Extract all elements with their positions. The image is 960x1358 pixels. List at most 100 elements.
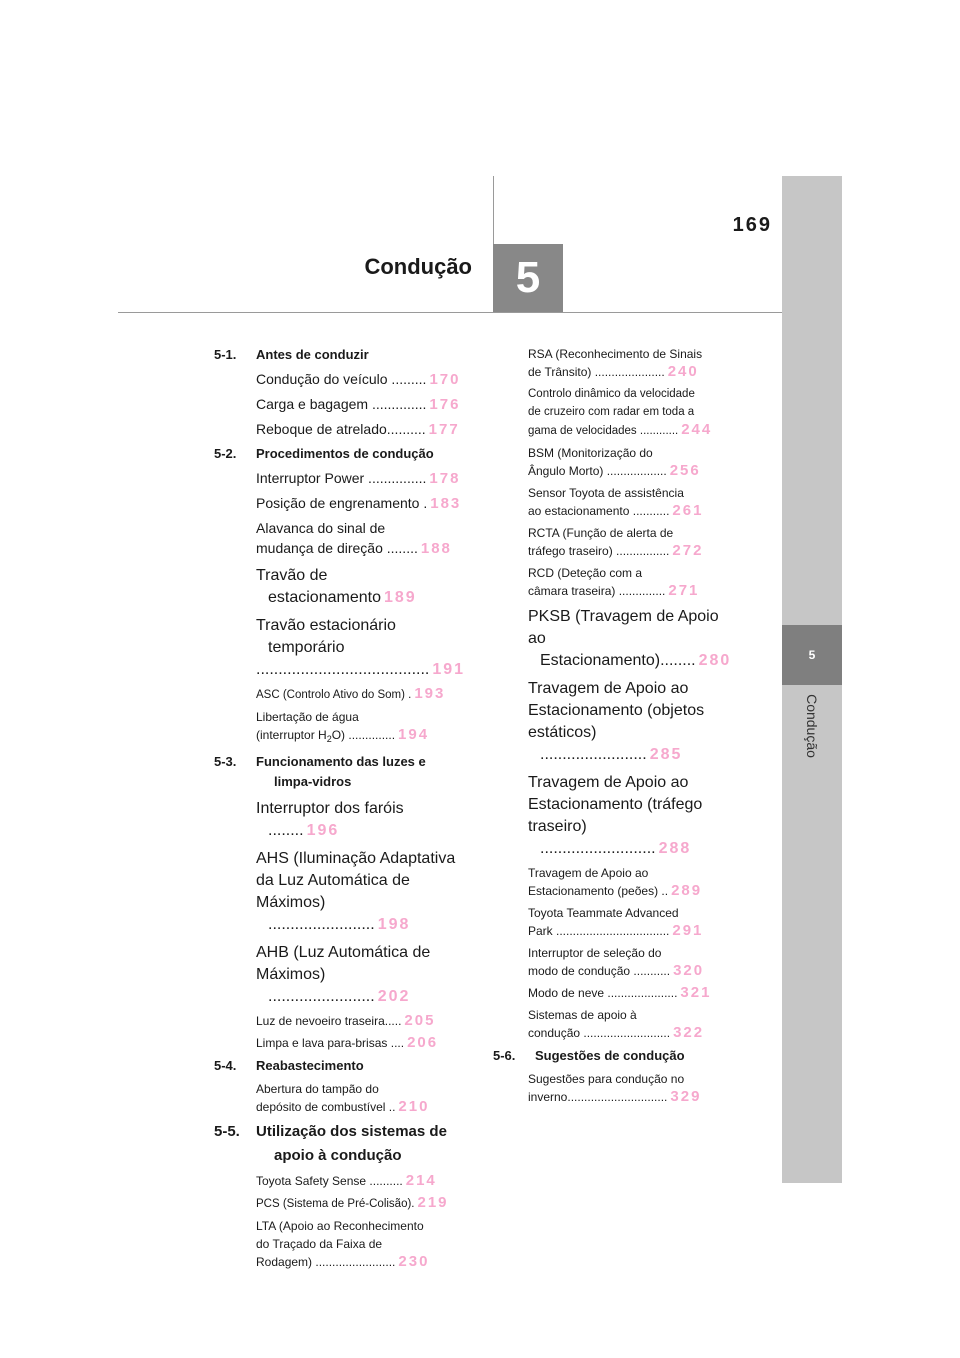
entry-text: Modo de neve ..................... bbox=[528, 986, 678, 1000]
toc-entry[interactable]: ASC (Controlo Ativo do Som) .193 bbox=[256, 685, 467, 704]
entry-text: Estacionamento (tráfego bbox=[528, 796, 703, 813]
page-link[interactable]: 272 bbox=[672, 542, 704, 559]
section-title: Funcionamento das luzes e limpa-vidros bbox=[256, 754, 426, 789]
entry-text: tráfego traseiro) ................ bbox=[528, 544, 670, 558]
entry-text: Carga e bagagem .............. bbox=[256, 396, 427, 412]
chapter-number-box: 5 bbox=[493, 244, 563, 312]
entry-text: Interruptor dos faróis ........ bbox=[256, 800, 404, 839]
toc-entry[interactable]: PCS (Sistema de Pré-Colisão).219 bbox=[256, 1194, 467, 1213]
side-tab-label[interactable]: Condução bbox=[804, 694, 820, 758]
page-link[interactable]: 271 bbox=[668, 582, 700, 599]
page-link[interactable]: 240 bbox=[667, 363, 699, 380]
page-link[interactable]: 285 bbox=[649, 746, 683, 763]
page-link[interactable]: 194 bbox=[398, 726, 430, 743]
page-link[interactable]: 291 bbox=[672, 922, 704, 939]
entry-text: estáticos) ........................ bbox=[528, 724, 647, 763]
entry-text: Estacionamento (objetos bbox=[528, 702, 705, 719]
page-link[interactable]: 214 bbox=[405, 1172, 437, 1189]
page-link[interactable]: 321 bbox=[680, 984, 712, 1001]
toc-entry[interactable]: Modo de neve .....................321 bbox=[528, 984, 740, 1002]
page-link[interactable]: 183 bbox=[430, 495, 462, 512]
page-link[interactable]: 289 bbox=[671, 882, 703, 899]
toc-entry[interactable]: Libertação de água(interruptor H2O) ....… bbox=[256, 708, 467, 748]
section-title: Sugestões de condução bbox=[535, 1048, 685, 1063]
entry-text: RCTA (Função de alerta de bbox=[528, 526, 674, 540]
entry-text: Travagem de Apoio ao bbox=[528, 680, 689, 697]
section-number: 5-5. bbox=[214, 1123, 240, 1140]
section-number: 5-1. bbox=[214, 347, 237, 362]
page-link[interactable]: 193 bbox=[414, 685, 446, 702]
toc-entry[interactable]: Luz de nevoeiro traseira.....205 bbox=[256, 1012, 467, 1030]
page-link[interactable]: 202 bbox=[377, 988, 411, 1005]
entry-text: Máximos) ........................ bbox=[256, 966, 375, 1005]
entry-text: ASC (Controlo Ativo do Som) . bbox=[256, 689, 412, 701]
page-link[interactable]: 320 bbox=[673, 962, 705, 979]
page-link[interactable]: 198 bbox=[377, 916, 411, 933]
entry-text: inverno.............................. bbox=[528, 1090, 668, 1104]
chapter-title: Condução bbox=[364, 254, 472, 279]
section-title: Procedimentos de condução bbox=[256, 446, 434, 461]
page-link[interactable]: 188 bbox=[420, 540, 452, 557]
entry-text: O) .............. bbox=[331, 728, 396, 742]
side-tab-chapter-number[interactable]: 5 bbox=[782, 625, 842, 685]
page-link[interactable]: 189 bbox=[383, 589, 417, 606]
toc-entry[interactable]: Limpa e lava para-brisas ....206 bbox=[256, 1034, 467, 1052]
toc-entry[interactable]: Interruptor Power ...............178 bbox=[256, 468, 467, 489]
page-link[interactable]: 244 bbox=[681, 421, 713, 438]
entry-text: câmara traseira) .............. bbox=[528, 584, 666, 598]
page-link[interactable]: 205 bbox=[404, 1012, 436, 1029]
page-link[interactable]: 329 bbox=[670, 1088, 702, 1105]
page-link[interactable]: 178 bbox=[429, 470, 461, 487]
section-number: 5-2. bbox=[214, 446, 237, 461]
page-link[interactable]: 210 bbox=[398, 1098, 430, 1115]
toc-entry[interactable]: Posição de engrenamento .183 bbox=[256, 493, 467, 514]
page-link[interactable]: 219 bbox=[417, 1194, 449, 1211]
entry-text: AHS (Iluminação Adaptativa bbox=[256, 850, 456, 867]
page-link[interactable]: 230 bbox=[398, 1253, 430, 1270]
page-link[interactable]: 261 bbox=[672, 502, 704, 519]
toc-entry[interactable]: RCTA (Função de alerta de tráfego traseir… bbox=[528, 524, 740, 560]
toc-entry[interactable]: Condução do veículo .........170 bbox=[256, 369, 467, 390]
section-title: Antes de conduzir bbox=[256, 347, 369, 362]
page-link[interactable]: 256 bbox=[669, 462, 701, 479]
entry-text: Ângulo Morto) .................. bbox=[528, 464, 667, 478]
page-link[interactable]: 322 bbox=[673, 1024, 705, 1041]
toc-entry[interactable]: Interruptor dos faróis ........196 bbox=[256, 798, 467, 842]
page-link[interactable]: 191 bbox=[432, 661, 466, 678]
entry-text: Condução do veículo ......... bbox=[256, 371, 427, 387]
page-link[interactable]: 280 bbox=[698, 652, 732, 669]
entry-text: Controlo dinâmico da velocidade bbox=[528, 388, 695, 400]
toc-entry[interactable]: Travão estacionário temporário..........… bbox=[256, 615, 467, 681]
toc-entry[interactable]: Reboque de atrelado..........177 bbox=[256, 419, 467, 440]
toc-entry[interactable]: Travagem de Apoio ao Estacionamento (obje… bbox=[528, 678, 740, 766]
toc-entry[interactable]: Carga e bagagem ..............176 bbox=[256, 394, 467, 415]
page-link[interactable]: 176 bbox=[429, 396, 461, 413]
page-link[interactable]: 196 bbox=[306, 822, 340, 839]
page-link[interactable]: 177 bbox=[428, 421, 460, 438]
page-link[interactable]: 206 bbox=[407, 1034, 439, 1051]
entry-text: Máximos) ........................ bbox=[256, 894, 375, 933]
page-link[interactable]: 170 bbox=[429, 371, 461, 388]
toc-entry[interactable]: Toyota Safety Sense ..........214 bbox=[256, 1172, 467, 1190]
entry-text: condução .......................... bbox=[528, 1026, 671, 1040]
page-link[interactable]: 288 bbox=[658, 840, 692, 857]
entry-text: Toyota Safety Sense .......... bbox=[256, 1174, 403, 1188]
